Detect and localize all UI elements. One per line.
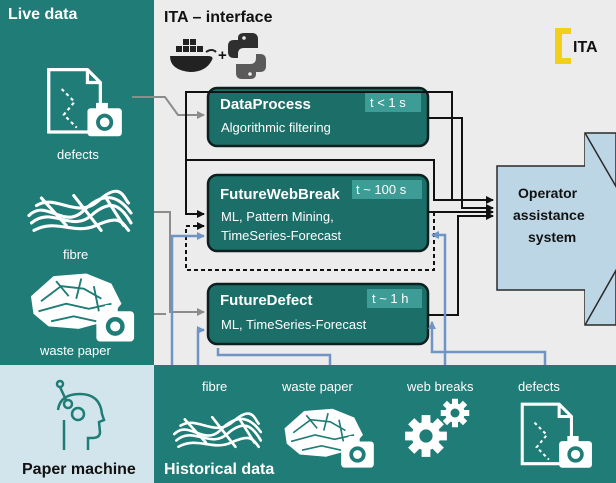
historical-data-title: Historical data [164,461,275,478]
output-label-1: Operator [518,185,578,201]
output-arrow-head [584,132,616,326]
ita-logo-icon [555,28,571,64]
live-input-arrows [132,96,205,316]
future-defect-desc: ML, TimeSeries-Forecast [221,317,367,332]
future-web-break-desc-1: ML, Pattern Mining, [221,209,334,224]
future-defect-time: t ~ 1 h [372,291,409,306]
future-web-break-desc-2: TimeSeries-Forecast [221,228,342,243]
historical-item-label: waste paper [282,379,353,394]
live-item-label: fibre [63,247,89,262]
paper-machine-panel [0,365,154,483]
live-item-label: defects [57,147,99,162]
historical-input-arrows [170,231,547,365]
docker-icon [170,39,217,72]
output-label-3: system [528,229,577,245]
data-process-title: DataProcess [220,96,311,113]
data-process-time-badge [365,93,421,112]
future-web-break-time-badge [352,180,422,199]
data-process-time: t < 1 s [370,95,406,110]
historical-item-label: defects [518,379,560,394]
live-item-label: waste paper [40,343,111,358]
live-data-title: Live data [8,6,78,23]
historical-item-label: web breaks [407,379,474,394]
historical-item-label: fibre [202,379,228,394]
paper-machine-head-icon [55,379,106,450]
future-defect-time-badge [367,289,422,308]
output-label-2: assistance [513,207,585,223]
ita-logo-text: ITA [573,39,598,56]
future-defect-title: FutureDefect [220,292,313,309]
paper-machine-label: Paper machine [22,461,136,478]
interface-title: ITA – interface [164,9,273,26]
future-web-break-title: FutureWebBreak [220,186,340,203]
plus-sign: + [218,47,227,64]
future-web-break-time: t ~ 100 s [356,182,407,197]
python-icon [228,33,266,79]
module-output-arrows [185,91,494,316]
data-process-desc: Algorithmic filtering [221,120,331,135]
